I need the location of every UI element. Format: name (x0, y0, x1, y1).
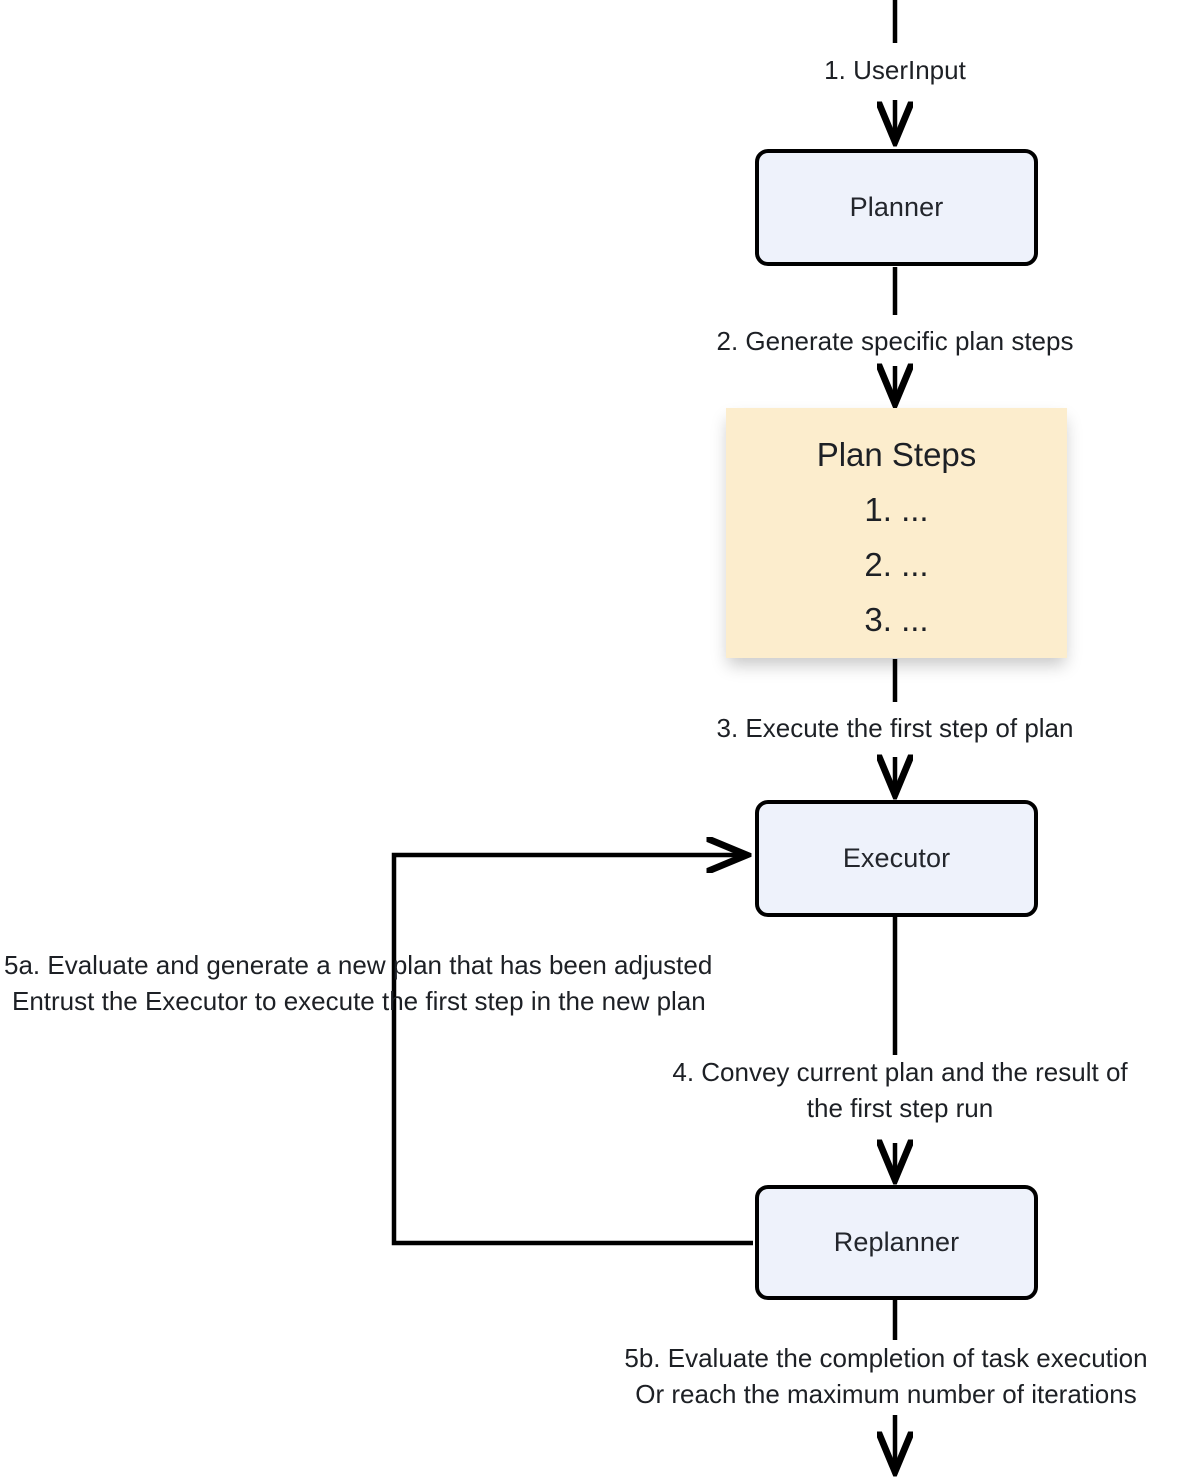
node-planner-label: Planner (849, 192, 944, 222)
node-plan-steps[interactable]: Plan Steps 1. ... 2. ... 3. ... (726, 408, 1067, 658)
node-planner[interactable]: Planner (755, 149, 1038, 266)
caption-finish-line2: Or reach the maximum number of iteration… (635, 1379, 1137, 1409)
node-plan-steps-title: Plan Steps (816, 436, 977, 473)
edge-replanner-feedback-to-executor (391, 855, 753, 1246)
caption-generate-plan-steps: 2. Generate specific plan steps (716, 326, 1074, 356)
node-plan-steps-step-3: 3. ... (864, 601, 929, 638)
node-executor-label: Executor (842, 843, 951, 873)
node-plan-steps-step-2: 2. ... (864, 546, 929, 583)
caption-convey-result-line1: 4. Convey current plan and the result of (672, 1057, 1128, 1087)
caption-finish-line1: 5b. Evaluate the completion of task exec… (624, 1343, 1148, 1373)
node-replanner-label: Replanner (833, 1227, 960, 1257)
caption-execute-first-step: 3. Execute the first step of plan (716, 713, 1074, 743)
node-plan-steps-step-1: 1. ... (864, 491, 929, 528)
node-replanner[interactable]: Replanner (755, 1185, 1038, 1300)
node-executor[interactable]: Executor (755, 800, 1038, 917)
caption-replan-line1: 5a. Evaluate and generate a new plan tha… (4, 950, 713, 980)
caption-user-input: 1. UserInput (824, 55, 966, 85)
caption-replan-line2: Entrust the Executor to execute the firs… (12, 986, 706, 1016)
caption-convey-result-line2: the first step run (806, 1093, 994, 1123)
